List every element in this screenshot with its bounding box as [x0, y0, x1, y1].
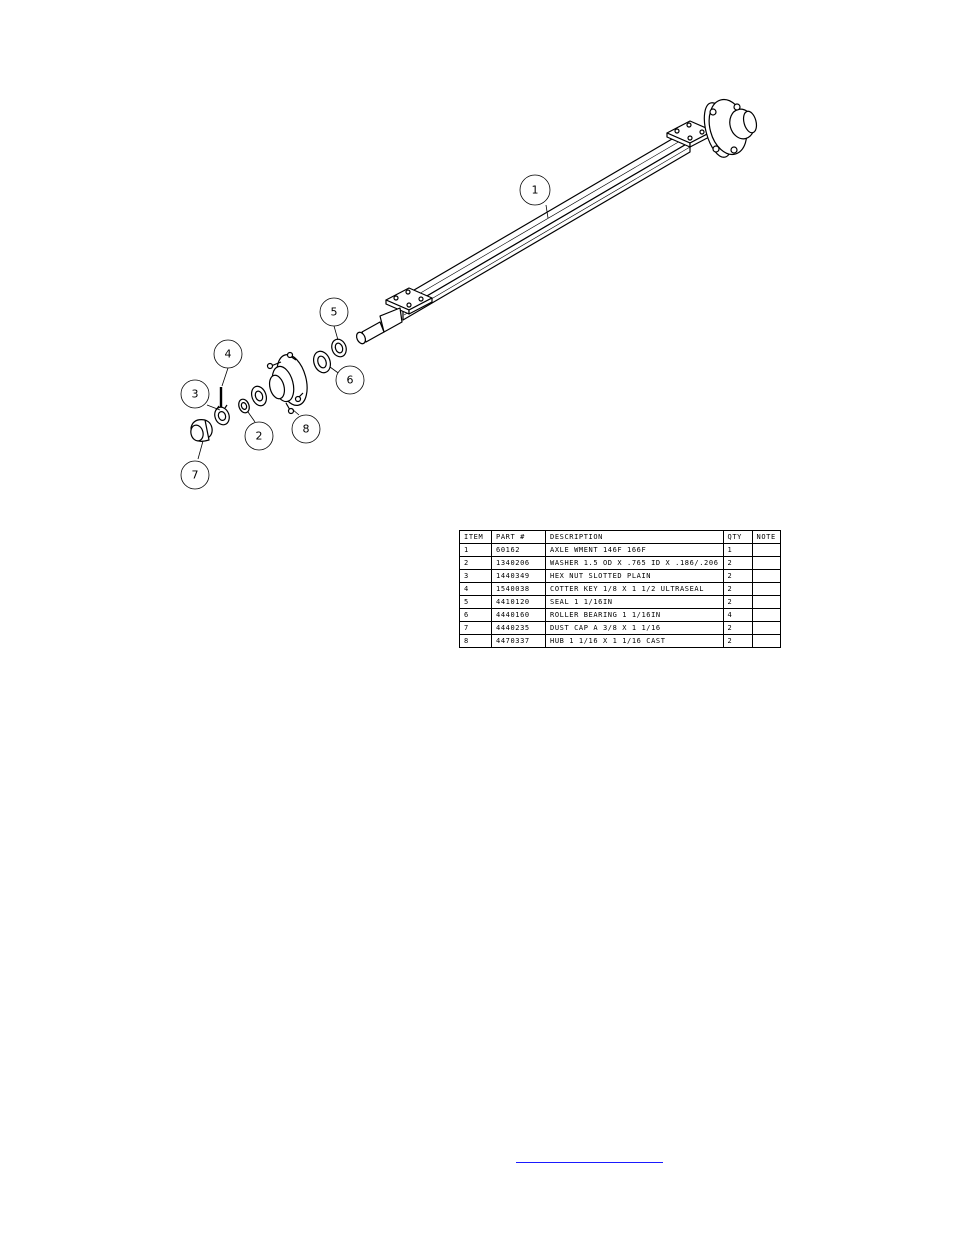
svg-text:2: 2	[256, 430, 263, 443]
bom-cell-note	[751, 556, 781, 570]
svg-text:8: 8	[303, 423, 310, 436]
callout-leaders	[197, 204, 549, 460]
bom-header-description: DESCRIPTION	[545, 530, 724, 544]
svg-text:1: 1	[532, 184, 539, 197]
bom-cell-qty: 2	[722, 556, 753, 570]
bom-cell-description: HEX NUT SLOTTED PLAIN	[545, 569, 724, 583]
svg-text:3: 3	[192, 388, 199, 401]
bom-cell-description: DUST CAP A 3/8 X 1 1/16	[545, 621, 724, 635]
callout-7: 7	[180, 460, 210, 490]
bom-cell-description: SEAL 1 1/16IN	[545, 595, 724, 609]
bom-cell-item: 3	[459, 569, 492, 583]
svg-text:5: 5	[331, 306, 338, 319]
bom-cell-item: 5	[459, 595, 492, 609]
callout-3: 3	[180, 379, 210, 409]
bom-cell-description: AXLE WMENT 146F 166F	[545, 543, 724, 557]
bom-cell-qty: 4	[722, 608, 753, 622]
bom-row: 7 4440235 DUST CAP A 3/8 X 1 1/16 2	[459, 621, 781, 635]
spindle-left	[355, 307, 403, 345]
callout-8: 8	[291, 414, 321, 444]
bom-cell-qty: 2	[722, 634, 753, 648]
washer-part	[238, 398, 250, 414]
callout-1: 1	[519, 174, 551, 206]
callout-5: 5	[319, 297, 349, 327]
bom-cell-part: 1440349	[491, 569, 546, 583]
bom-cell-item: 1	[459, 543, 492, 557]
right-hub-assembly	[703, 98, 758, 158]
bom-cell-item: 7	[459, 621, 492, 635]
bom-cell-part: 1540038	[491, 582, 546, 596]
bom-cell-note	[751, 569, 781, 583]
bom-header-row: ITEM PART # DESCRIPTION QTY NOTE	[459, 530, 781, 544]
bom-row: 8 4470337 HUB 1 1/16 X 1 1/16 CAST 2	[459, 634, 781, 648]
bom-cell-description: HUB 1 1/16 X 1 1/16 CAST	[545, 634, 724, 648]
bom-header-qty: QTY	[722, 530, 753, 544]
dust-cap-part	[190, 419, 213, 442]
spring-seat-right	[666, 120, 714, 148]
bom-cell-item: 6	[459, 608, 492, 622]
bom-cell-item: 4	[459, 582, 492, 596]
bom-cell-note	[751, 582, 781, 596]
bom-cell-item: 8	[459, 634, 492, 648]
bom-cell-description: WASHER 1.5 OD X .765 ID X .186/.206	[545, 556, 724, 570]
bom-row: 5 4410120 SEAL 1 1/16IN 2	[459, 595, 781, 609]
bom-cell-part: 4440160	[491, 608, 546, 622]
axle-tube	[396, 131, 691, 321]
bill-of-materials-table: ITEM PART # DESCRIPTION QTY NOTE 1 60162…	[459, 530, 781, 648]
bom-cell-qty: 2	[722, 582, 753, 596]
bom-cell-part: 4470337	[491, 634, 546, 648]
svg-text:7: 7	[192, 469, 199, 482]
bom-cell-note	[751, 634, 781, 648]
svg-text:6: 6	[347, 374, 354, 387]
bom-row: 4 1540038 COTTER KEY 1/8 X 1 1/2 ULTRASE…	[459, 582, 781, 596]
bom-cell-part: 4440235	[491, 621, 546, 635]
bom-cell-note	[751, 595, 781, 609]
bom-cell-qty: 1	[722, 543, 753, 557]
callout-4: 4	[213, 339, 243, 369]
bom-cell-note	[751, 608, 781, 622]
svg-text:4: 4	[225, 348, 232, 361]
hex-nut-part	[214, 404, 230, 426]
spring-seat-left	[385, 287, 433, 315]
bom-cell-part: 4410120	[491, 595, 546, 609]
bom-row: 1 60162 AXLE WMENT 146F 166F 1	[459, 543, 781, 557]
bom-header-item: ITEM	[459, 530, 492, 544]
footer-link[interactable]	[516, 1150, 663, 1163]
bom-header-part: PART #	[491, 530, 546, 544]
bom-row: 3 1440349 HEX NUT SLOTTED PLAIN 2	[459, 569, 781, 583]
bom-row: 6 4440160 ROLLER BEARING 1 1/16IN 4	[459, 608, 781, 622]
bom-cell-qty: 2	[722, 595, 753, 609]
bom-cell-description: COTTER KEY 1/8 X 1 1/2 ULTRASEAL	[545, 582, 724, 596]
inner-bearing-part	[312, 350, 332, 374]
bom-header-note: NOTE	[751, 530, 781, 544]
bom-row: 2 1340206 WASHER 1.5 OD X .765 ID X .186…	[459, 556, 781, 570]
bom-cell-note	[751, 543, 781, 557]
seal-part	[331, 338, 347, 358]
bom-cell-note	[751, 621, 781, 635]
bom-cell-description: ROLLER BEARING 1 1/16IN	[545, 608, 724, 622]
bom-cell-part: 1340206	[491, 556, 546, 570]
exploded-assembly-drawing: 1 5 6 4 3 2 8 7	[180, 98, 758, 490]
bom-cell-item: 2	[459, 556, 492, 570]
hub-part	[266, 351, 308, 415]
callout-6: 6	[335, 365, 365, 395]
bom-cell-qty: 2	[722, 569, 753, 583]
bom-cell-qty: 2	[722, 621, 753, 635]
callout-2: 2	[244, 421, 274, 451]
outer-bearing-part	[250, 385, 268, 407]
bom-cell-part: 60162	[491, 543, 546, 557]
